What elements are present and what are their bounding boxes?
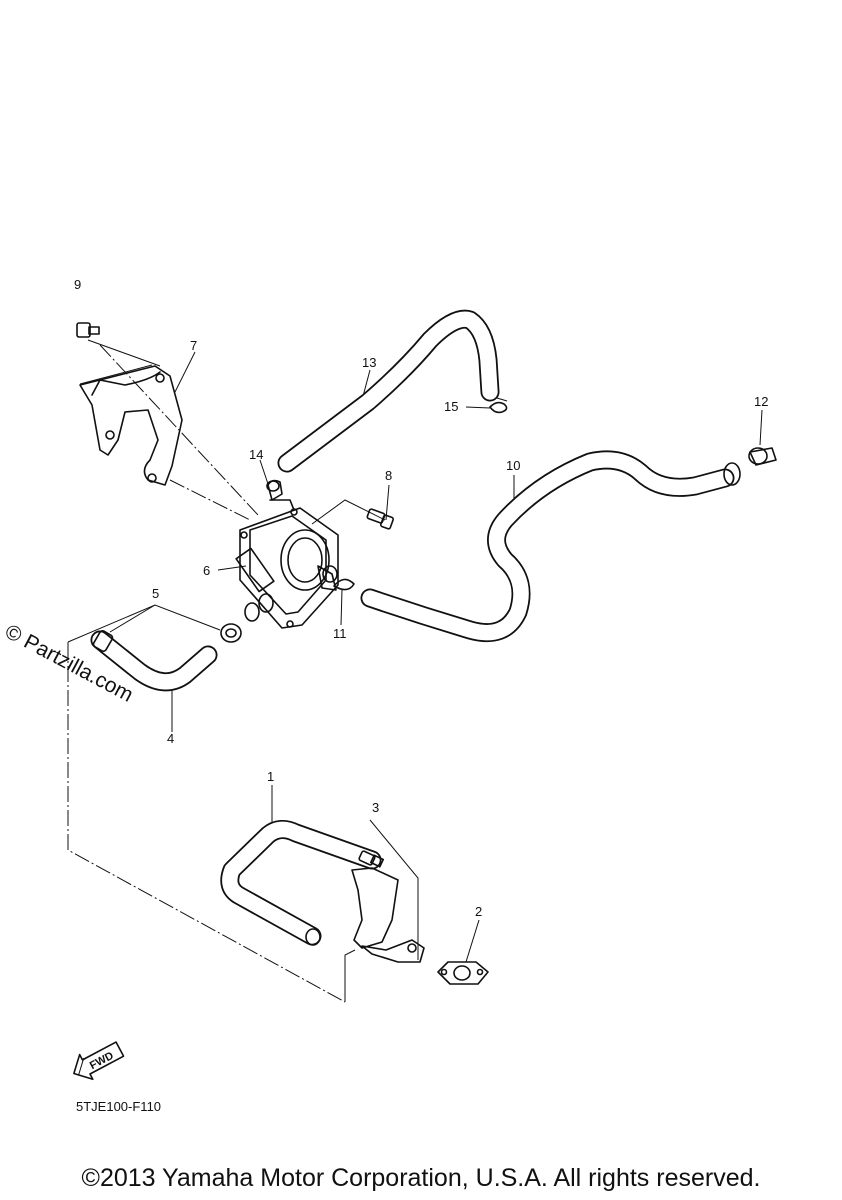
leader-lines (67, 339, 763, 1003)
tie-15 (489, 397, 508, 414)
callout-15: 15 (444, 399, 458, 414)
callout-4: 4 (167, 731, 174, 746)
gasket-2 (437, 961, 489, 985)
drawing-code: 5TJE100-F110 (76, 1099, 162, 1114)
callout-10: 10 (506, 458, 520, 473)
bolt-8 (366, 508, 394, 530)
callout-1: 1 (267, 769, 274, 784)
flange-bracket (351, 867, 425, 963)
callout-5: 5 (152, 586, 159, 601)
hose-4 (90, 630, 218, 692)
hose-10 (360, 450, 741, 643)
callout-2: 2 (475, 904, 482, 919)
clamp-12 (748, 447, 777, 466)
bolt-9 (76, 322, 100, 338)
fwd-label: FWD (88, 1050, 116, 1072)
bolt-3 (358, 850, 385, 868)
check-valve-14 (266, 480, 280, 492)
callout-8: 8 (385, 468, 392, 483)
callout-3: 3 (372, 800, 379, 815)
callout-9: 9 (74, 277, 81, 292)
clamp-5 (92, 623, 242, 652)
copyright-notice: ©2013 Yamaha Motor Corporation, U.S.A. A… (81, 1164, 761, 1192)
callouts: 1 2 3 4 5 6 7 8 9 10 11 12 13 14 15 (74, 277, 768, 919)
callout-12: 12 (754, 394, 768, 409)
callout-13: 13 (362, 355, 376, 370)
callout-7: 7 (190, 338, 197, 353)
clip-11 (333, 578, 355, 591)
callout-14: 14 (249, 447, 263, 462)
bracket-7 (79, 365, 183, 486)
fwd-arrow-icon: FWD (73, 1041, 125, 1081)
callout-11: 11 (333, 626, 347, 641)
air-valve-6 (235, 479, 339, 629)
pipe-1 (220, 820, 382, 946)
hose-13 (277, 309, 500, 473)
callout-6: 6 (203, 563, 210, 578)
